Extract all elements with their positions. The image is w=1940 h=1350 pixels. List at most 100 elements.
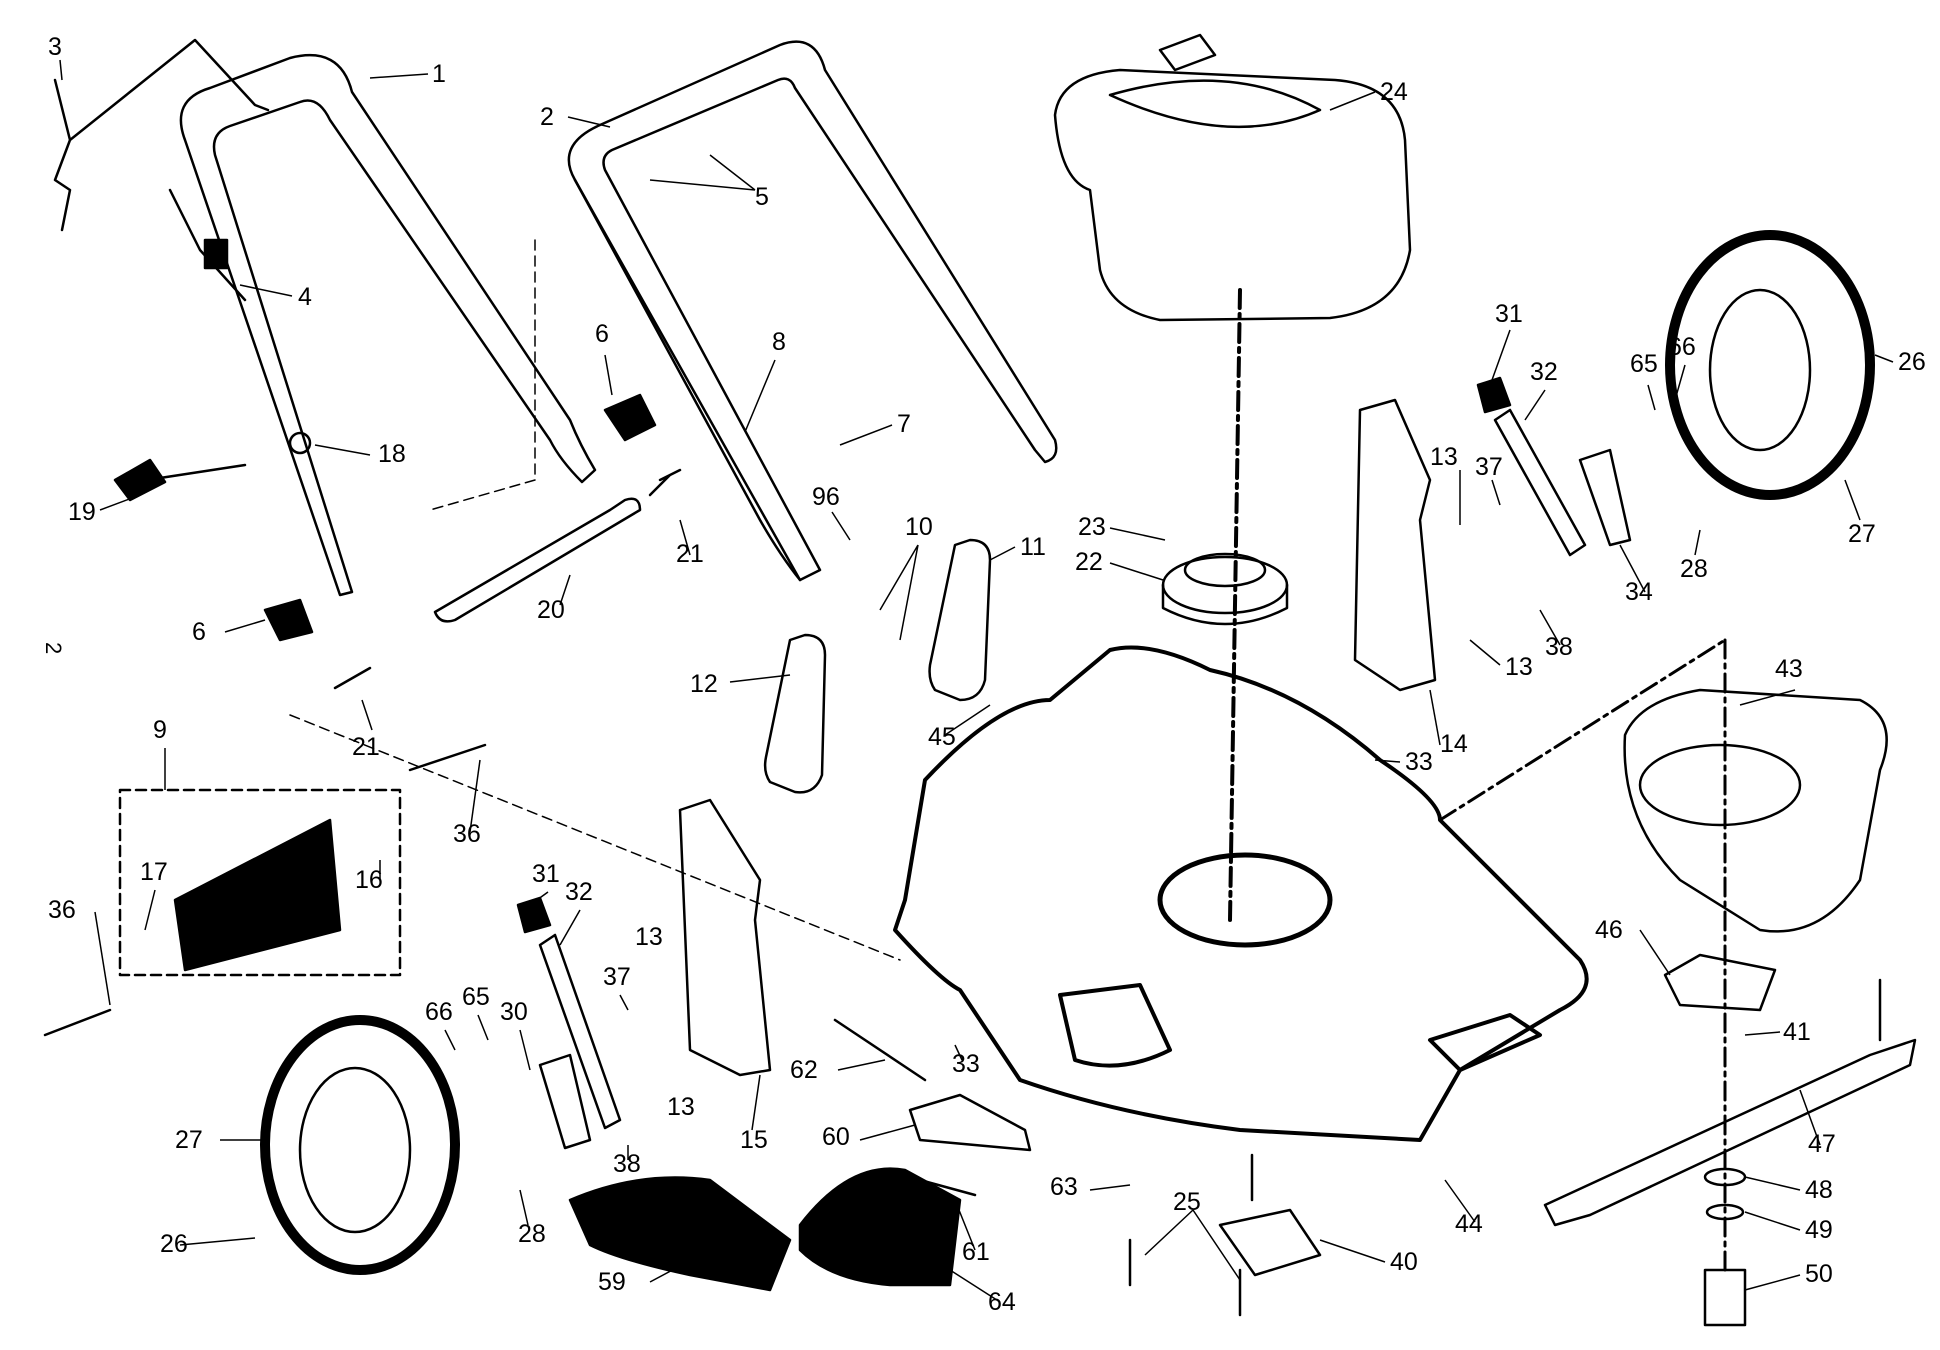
callout-27a: 27 bbox=[1848, 520, 1876, 548]
discharge-guard-59 bbox=[568, 1176, 792, 1292]
callout-22: 22 bbox=[1075, 548, 1103, 576]
callout-20: 20 bbox=[537, 596, 565, 624]
callout-15: 15 bbox=[740, 1126, 768, 1154]
callout-60: 60 bbox=[822, 1123, 850, 1151]
callout-1: 1 bbox=[432, 60, 446, 88]
callout-34: 34 bbox=[1625, 578, 1653, 606]
callout-37a: 37 bbox=[1475, 453, 1503, 481]
rod-62 bbox=[833, 1018, 927, 1082]
pulley-inner bbox=[1183, 552, 1267, 588]
deck-opening bbox=[1157, 852, 1333, 948]
callout-96: 96 bbox=[812, 483, 840, 511]
callout-26a: 26 bbox=[1898, 348, 1926, 376]
callout-28b: 28 bbox=[518, 1220, 546, 1248]
callout-65b: 65 bbox=[462, 983, 490, 1011]
nut-18 bbox=[288, 431, 312, 455]
axle-bracket-34 bbox=[1578, 448, 1632, 547]
lever-cap-31-right bbox=[1476, 376, 1512, 414]
handle-knob-upper bbox=[603, 393, 657, 442]
control-cable bbox=[168, 188, 247, 302]
rear-flap-box bbox=[118, 788, 402, 977]
callout-45: 45 bbox=[928, 723, 956, 751]
callout-33b: 33 bbox=[952, 1050, 980, 1078]
callout-47: 47 bbox=[1808, 1130, 1836, 1158]
control-bail bbox=[53, 38, 270, 232]
engine-cap bbox=[1158, 33, 1217, 72]
axle-bracket-30 bbox=[538, 1053, 592, 1150]
callout-13d: 13 bbox=[667, 1093, 695, 1121]
callout-9: 9 bbox=[153, 716, 167, 744]
bracket-14 bbox=[1353, 398, 1437, 692]
callout-2: 2 bbox=[540, 103, 554, 131]
bolt-36-left bbox=[43, 1008, 112, 1037]
clip-40 bbox=[1218, 1208, 1322, 1277]
knob-bolt-19 bbox=[158, 463, 247, 480]
callout-8: 8 bbox=[772, 328, 786, 356]
callout-43: 43 bbox=[1775, 655, 1803, 683]
callout-49: 49 bbox=[1805, 1216, 1833, 1244]
assembly-line-b bbox=[429, 239, 536, 511]
callout-25: 25 bbox=[1173, 1188, 1201, 1216]
wheel-left bbox=[260, 1015, 460, 1275]
lower-handle-left-leg bbox=[573, 178, 802, 582]
callout-30: 30 bbox=[500, 998, 528, 1026]
lever-cap-31-left bbox=[516, 896, 552, 934]
callout-31b: 31 bbox=[532, 860, 560, 888]
assembly-line-a bbox=[289, 714, 901, 961]
upper-handle-left bbox=[179, 53, 597, 597]
rear-flap bbox=[173, 818, 342, 972]
callout-19: 19 bbox=[68, 498, 96, 526]
callout-7: 7 bbox=[897, 410, 911, 438]
blade bbox=[1543, 1038, 1917, 1227]
engine-shroud bbox=[1108, 79, 1322, 129]
callout-66b: 66 bbox=[425, 998, 453, 1026]
callout-64: 64 bbox=[988, 1288, 1016, 1316]
wheel-right bbox=[1665, 230, 1875, 500]
callout-31a: 31 bbox=[1495, 300, 1523, 328]
cable-clip bbox=[203, 238, 229, 270]
callout-46: 46 bbox=[1595, 916, 1623, 944]
callout-13c: 13 bbox=[635, 923, 663, 951]
callout-18: 18 bbox=[378, 440, 406, 468]
baffle-ring bbox=[1638, 743, 1802, 827]
callout-36a: 36 bbox=[48, 896, 76, 924]
callout-labels: 1 2 3 4 5 6 6 7 8 9 10 11 12 13 13 13 13… bbox=[41, 33, 1926, 1316]
callout-24: 24 bbox=[1380, 78, 1408, 106]
callout-16: 16 bbox=[355, 866, 383, 894]
engine bbox=[1053, 68, 1412, 322]
lever-32-right bbox=[1493, 408, 1587, 557]
wheel-right-hub bbox=[1708, 288, 1812, 452]
callout-50: 50 bbox=[1805, 1260, 1833, 1288]
callout-5: 5 bbox=[755, 183, 769, 211]
hinge-60 bbox=[908, 1093, 1032, 1152]
callout-32b: 32 bbox=[565, 878, 593, 906]
mower-deck bbox=[893, 645, 1589, 1142]
callout-40: 40 bbox=[1390, 1248, 1418, 1276]
callout-14: 14 bbox=[1440, 730, 1468, 758]
bracket-15 bbox=[678, 798, 772, 1077]
callout-17: 17 bbox=[140, 858, 168, 886]
blade-baffle bbox=[1623, 688, 1888, 933]
callout-12: 12 bbox=[690, 670, 718, 698]
deck-vent-right bbox=[1428, 1013, 1542, 1072]
wheel-left-hub bbox=[298, 1066, 412, 1234]
callout-61: 61 bbox=[962, 1238, 990, 1266]
callout-37b: 37 bbox=[603, 963, 631, 991]
callout-66a: 66 bbox=[1668, 333, 1696, 361]
bolt-50 bbox=[1703, 1268, 1747, 1327]
center-axis-engine bbox=[1228, 288, 1242, 922]
handle-rod bbox=[433, 497, 642, 623]
callout-32a: 32 bbox=[1530, 358, 1558, 386]
callout-10: 10 bbox=[905, 513, 933, 541]
side-marker: 2 bbox=[41, 642, 66, 654]
height-plate-12 bbox=[763, 633, 827, 794]
callout-4: 4 bbox=[298, 283, 312, 311]
bolt-36-right bbox=[408, 743, 487, 772]
pulley-rim bbox=[1161, 583, 1289, 626]
callout-27b: 27 bbox=[175, 1126, 203, 1154]
leader-lines bbox=[59, 59, 1894, 1303]
callout-38b: 38 bbox=[613, 1150, 641, 1178]
callout-13b: 13 bbox=[1505, 653, 1533, 681]
bolt-21-lower bbox=[333, 666, 372, 690]
bolt-21-upper bbox=[648, 468, 682, 497]
